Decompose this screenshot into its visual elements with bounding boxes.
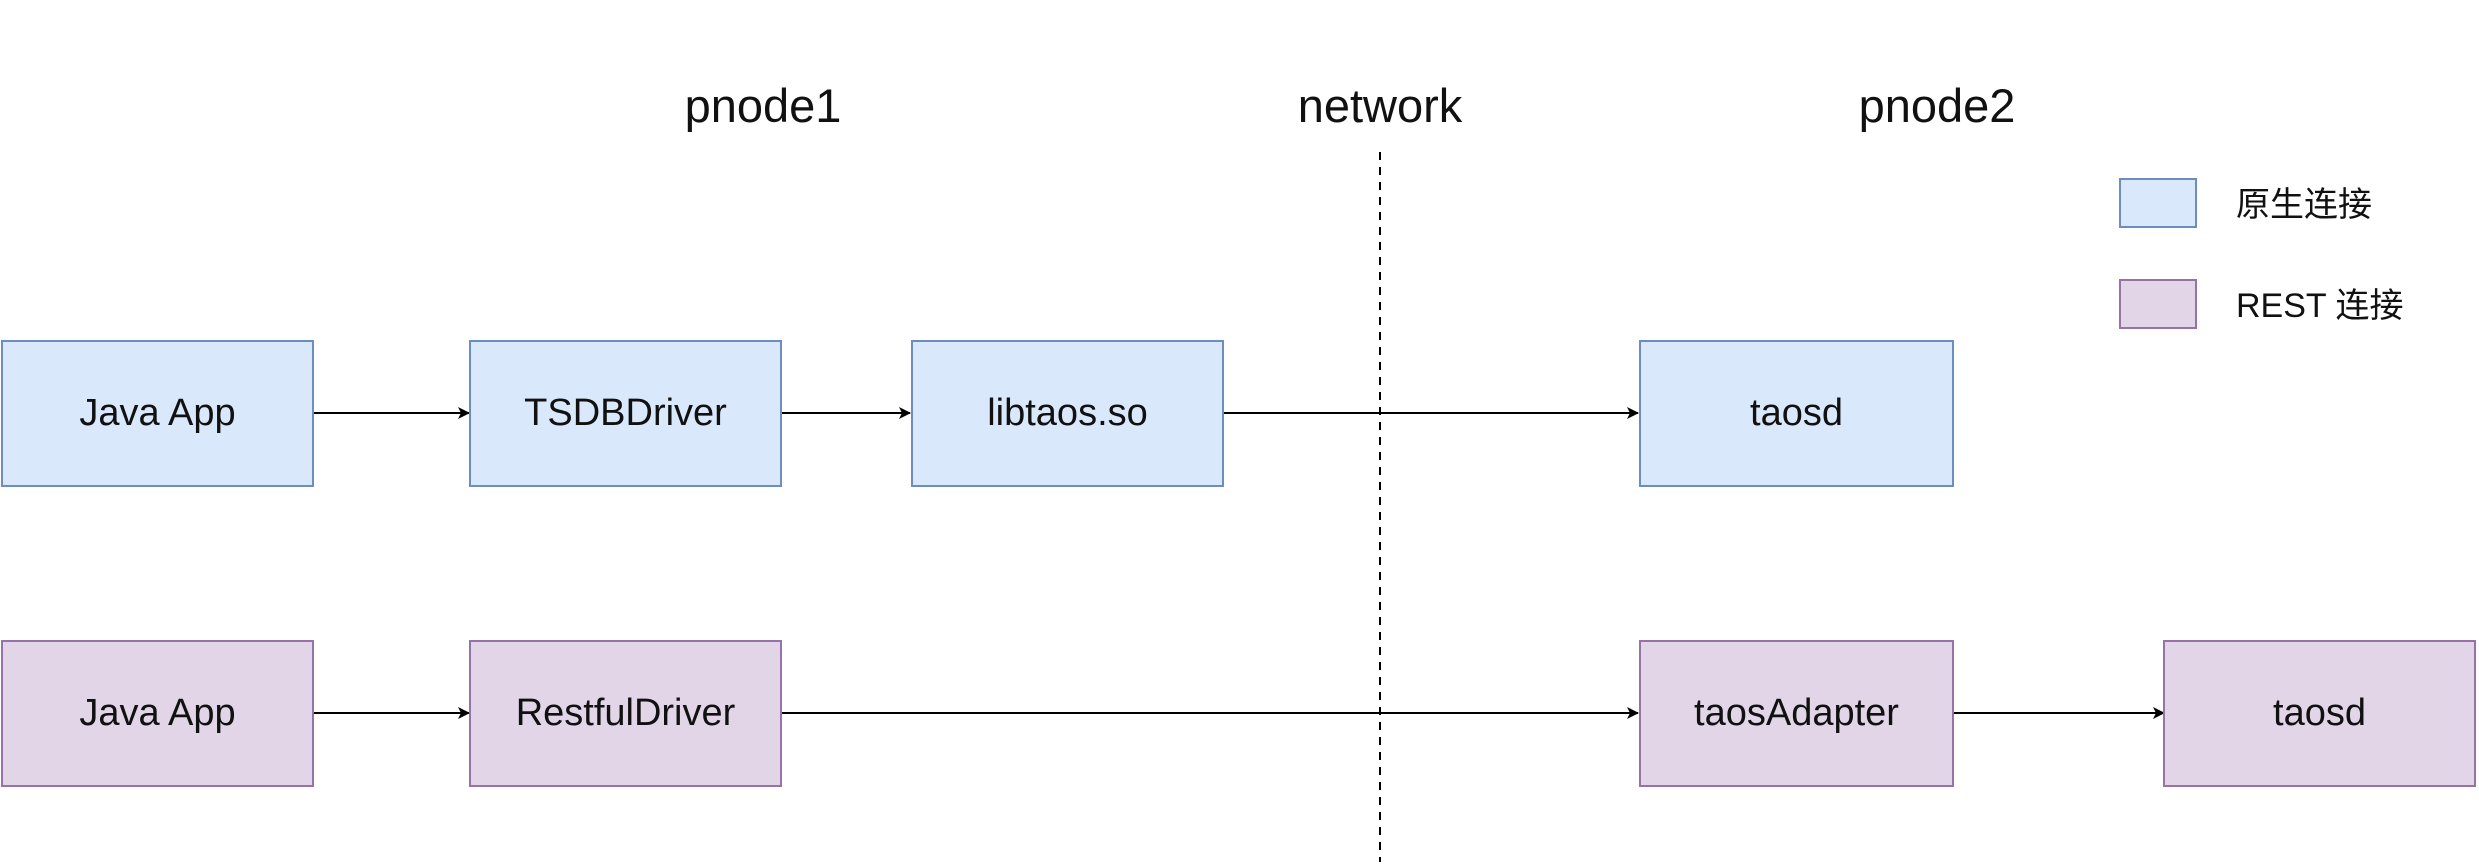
rest-java-app-box: Java App xyxy=(1,640,314,787)
native-driver-label: TSDBDriver xyxy=(524,392,727,434)
legend-native-swatch xyxy=(2119,178,2197,228)
native-taosd-label: taosd xyxy=(1750,392,1843,434)
legend-rest-swatch xyxy=(2119,279,2197,329)
rest-adapter-box: taosAdapter xyxy=(1639,640,1954,787)
rest-driver-label: RestfulDriver xyxy=(515,692,736,734)
header-network: network xyxy=(1297,79,1463,132)
rest-driver-box: RestfulDriver xyxy=(469,640,782,787)
header-pnode2: pnode2 xyxy=(1858,79,2016,132)
native-java-app-label: Java App xyxy=(79,392,236,434)
native-lib-box: libtaos.so xyxy=(911,340,1224,487)
native-lib-label: libtaos.so xyxy=(987,392,1148,434)
rest-adapter-label: taosAdapter xyxy=(1694,692,1899,734)
legend-rest-label: REST 连接 xyxy=(2236,287,2404,325)
native-java-app-box: Java App xyxy=(1,340,314,487)
native-driver-box: TSDBDriver xyxy=(469,340,782,487)
rest-taosd-box: taosd xyxy=(2163,640,2476,787)
header-pnode1: pnode1 xyxy=(684,79,842,132)
rest-java-app-label: Java App xyxy=(79,692,236,734)
legend-native-label: 原生连接 xyxy=(2236,186,2372,224)
native-taosd-box: taosd xyxy=(1639,340,1954,487)
rest-taosd-label: taosd xyxy=(2273,692,2366,734)
